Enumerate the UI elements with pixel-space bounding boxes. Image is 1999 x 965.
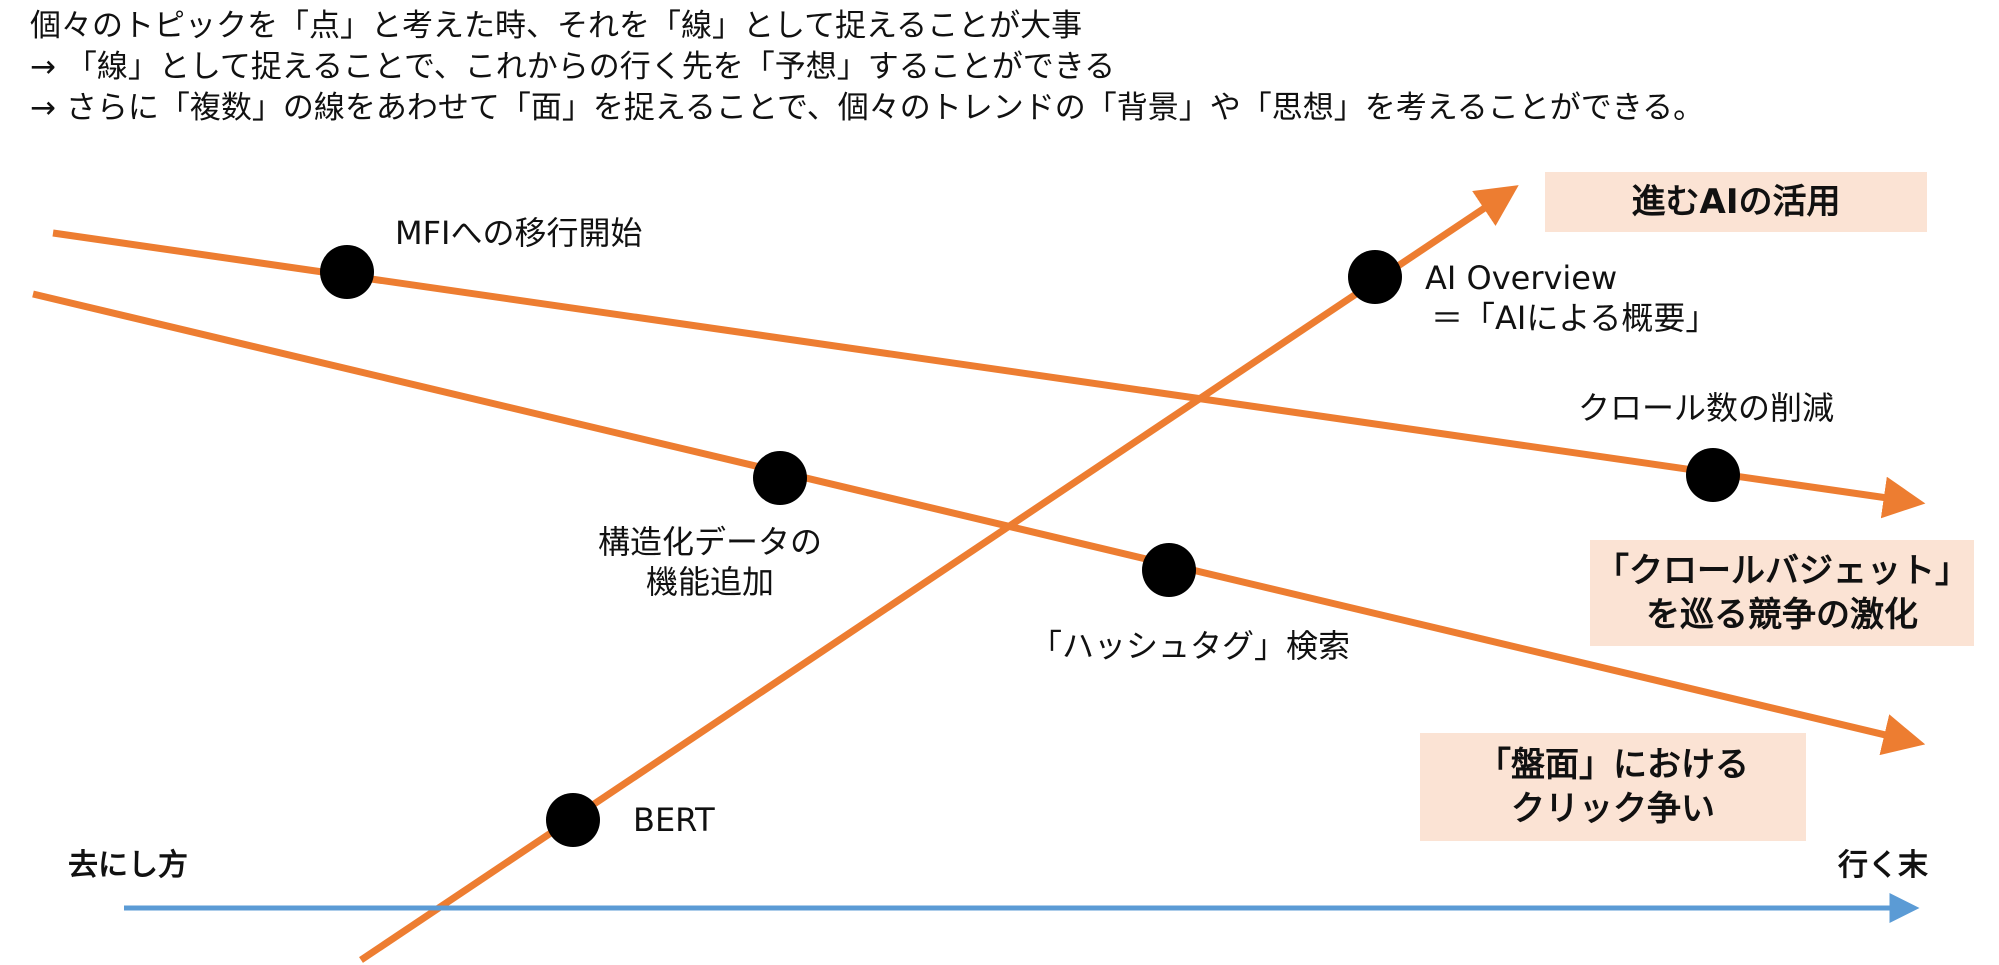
label-structured-line-1: 構造化データの bbox=[597, 523, 822, 561]
callout-serp-click: 「盤面」における クリック争い bbox=[1420, 733, 1806, 841]
label-crawl: クロール数の削減 bbox=[1578, 389, 1835, 427]
label-structured-line-2: 機能追加 bbox=[645, 563, 774, 601]
label-ai-overview: AI Overview ＝「AIによる概要」 bbox=[1425, 258, 1717, 338]
intro-line-1: 個々のトピックを「点」と考えた時、それを「線」として捉えることが大事 bbox=[30, 8, 1083, 44]
intro-line-2: → 「線」として捉えることで、これからの行く先を「予想」することができる bbox=[30, 49, 1116, 85]
trend-line-structured bbox=[32, 290, 1926, 756]
callout-crawl-budget-line-1: 「クロールバジェット」 bbox=[1595, 551, 1969, 591]
dot-structured bbox=[753, 451, 807, 505]
dot-hashtag bbox=[1142, 543, 1196, 597]
intro-text: 個々のトピックを「点」と考えた時、それを「線」として捉えることが大事 → 「線」… bbox=[30, 6, 1970, 129]
label-bert: BERT bbox=[633, 801, 715, 839]
callout-ai-use-line-1: 進むAIの活用 bbox=[1631, 182, 1841, 222]
axis-label-past: 去にし方 bbox=[68, 848, 188, 883]
callout-serp-click-line-1: 「盤面」における bbox=[1477, 745, 1749, 785]
label-structured: 構造化データの 機能追加 bbox=[570, 522, 850, 602]
dot-crawl bbox=[1686, 448, 1740, 502]
trend-line-ai bbox=[359, 185, 1519, 963]
dot-mfi bbox=[320, 245, 374, 299]
dot-ai-overview bbox=[1348, 250, 1402, 304]
label-ai-overview-line-1: AI Overview bbox=[1425, 259, 1618, 297]
axis-label-future: 行く末 bbox=[1838, 848, 1928, 883]
intro-line-3: → さらに「複数」の線をあわせて「面」を捉えることで、個々のトレンドの「背景」や… bbox=[30, 90, 1705, 126]
label-hashtag: 「ハッシュタグ」検索 bbox=[1030, 627, 1351, 665]
callout-crawl-budget-line-2: を巡る競争の激化 bbox=[1646, 595, 1918, 635]
dot-bert bbox=[546, 793, 600, 847]
callout-crawl-budget: 「クロールバジェット」 を巡る競争の激化 bbox=[1590, 540, 1974, 646]
callout-ai-use: 進むAIの活用 bbox=[1545, 172, 1927, 232]
callout-serp-click-line-2: クリック争い bbox=[1511, 789, 1715, 829]
label-mfi: MFIへの移行開始 bbox=[395, 214, 643, 252]
label-ai-overview-line-2: ＝「AIによる概要」 bbox=[1431, 299, 1718, 337]
